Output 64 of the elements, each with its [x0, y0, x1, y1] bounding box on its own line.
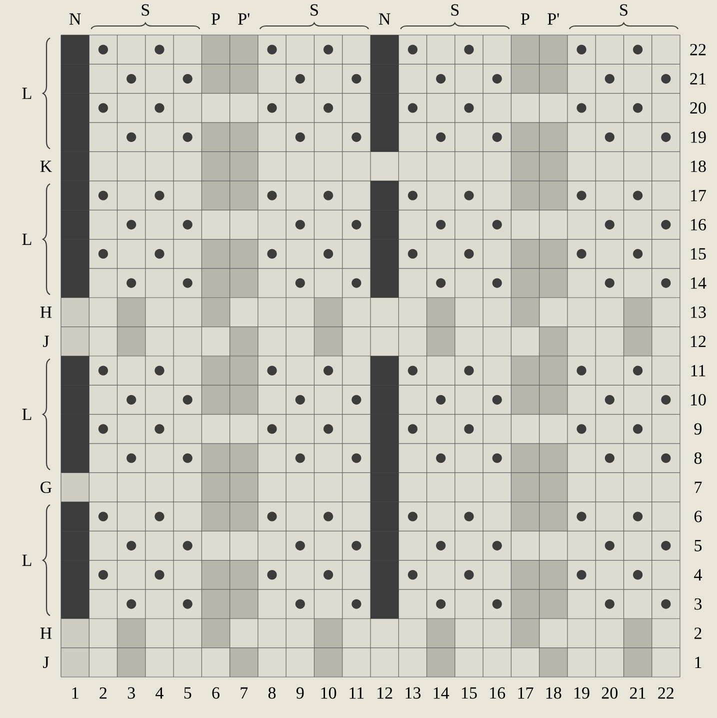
column-label: S	[451, 4, 459, 16]
column-label: S	[620, 4, 628, 16]
row-number: 7	[694, 482, 702, 493]
column-label: P'	[238, 13, 250, 25]
row-number: 4	[694, 569, 702, 580]
column-number: 7	[240, 687, 248, 699]
row-label: L	[22, 408, 32, 420]
row-number: 12	[690, 336, 706, 348]
column-number: 12	[378, 687, 392, 699]
column-number: 18	[546, 687, 562, 699]
column-number: 9	[296, 687, 304, 699]
column-number: 1	[72, 687, 78, 699]
row-label: G	[40, 482, 52, 494]
row-number: 6	[694, 510, 702, 522]
row-label: L	[22, 88, 32, 99]
column-label: N	[69, 13, 81, 25]
column-number: 16	[490, 687, 506, 699]
column-number: 3	[128, 687, 135, 699]
row-number: 21	[690, 73, 706, 84]
row-label: J	[43, 336, 49, 348]
row-label: H	[40, 628, 52, 639]
column-number: 13	[406, 687, 421, 699]
row-number: 1	[695, 656, 702, 668]
row-number: 22	[690, 44, 706, 56]
column-number: 5	[184, 687, 192, 699]
column-number: 15	[462, 687, 477, 699]
column-label: S	[142, 4, 150, 16]
row-number: 18	[690, 160, 706, 172]
column-label: N	[378, 13, 390, 25]
row-number: 11	[691, 364, 706, 376]
row-number: 13	[690, 306, 706, 318]
row-label: J	[43, 656, 49, 668]
column-number: 6	[212, 687, 220, 699]
column-label: P	[212, 13, 220, 25]
row-label: H	[40, 306, 52, 318]
row-number: 8	[694, 452, 702, 464]
row-number: 2	[694, 628, 702, 639]
row-number: 3	[694, 598, 702, 610]
column-label: S	[310, 4, 318, 16]
column-number: 19	[574, 687, 590, 699]
row-number: 10	[690, 394, 706, 406]
row-number: 9	[694, 423, 702, 435]
column-number: 14	[434, 687, 450, 699]
column-number: 8	[268, 687, 276, 699]
column-number: 22	[658, 687, 674, 699]
column-number: 17	[518, 687, 534, 699]
column-label: P	[521, 13, 530, 25]
column-label: P'	[548, 13, 559, 25]
column-number: 11	[350, 687, 364, 699]
row-label: L	[22, 554, 32, 566]
column-number: 21	[630, 687, 646, 699]
row-number: 15	[690, 248, 706, 260]
row-number: 20	[690, 102, 706, 114]
row-number: 17	[690, 190, 706, 202]
column-number: 4	[156, 687, 164, 699]
column-number: 10	[321, 687, 336, 699]
row-label: L	[22, 234, 32, 245]
row-label: K	[40, 160, 52, 172]
row-number: 14	[690, 277, 706, 289]
row-number: 5	[694, 540, 702, 552]
row-number: 16	[690, 218, 706, 230]
column-number: 20	[602, 687, 618, 699]
column-number: 2	[100, 687, 106, 699]
row-number: 19	[690, 131, 706, 143]
